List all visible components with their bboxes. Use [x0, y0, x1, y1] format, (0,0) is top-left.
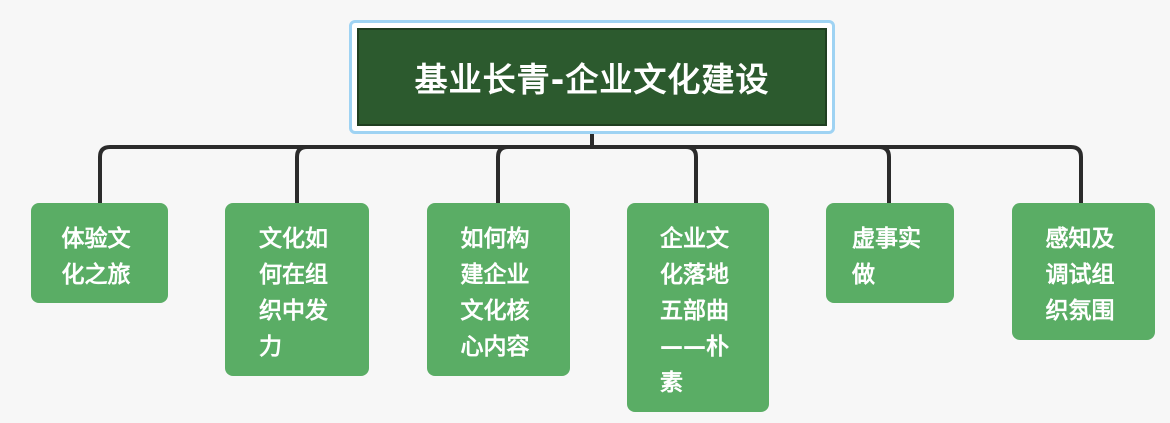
child-label: 企业文化落地五部曲——朴素 — [660, 226, 729, 396]
child-node-1[interactable]: 体验文化之旅 — [31, 203, 168, 303]
child-label: 虚事实做 — [852, 226, 921, 288]
child-node-6[interactable]: 感知及调试组织氛围 — [1012, 203, 1155, 340]
child-node-2[interactable]: 文化如何在组织中发力 — [225, 203, 369, 376]
child-node-5[interactable]: 虚事实做 — [826, 203, 954, 303]
connector-3 — [496, 145, 594, 206]
connector-2 — [295, 145, 594, 206]
child-label: 如何构建企业文化核心内容 — [460, 226, 530, 360]
connector-4 — [590, 145, 698, 206]
child-label: 文化如何在组织中发力 — [259, 226, 328, 360]
connector-5 — [590, 145, 891, 206]
root-node-outline[interactable]: 基业长青-企业文化建设 — [349, 20, 835, 134]
connector-1 — [98, 145, 594, 206]
connector-6 — [590, 145, 1083, 206]
child-label: 感知及调试组织氛围 — [1045, 226, 1115, 324]
child-label: 体验文化之旅 — [61, 226, 131, 288]
child-node-4[interactable]: 企业文化落地五部曲——朴素 — [627, 203, 769, 412]
root-title: 基业长青-企业文化建设 — [414, 60, 770, 99]
child-node-3[interactable]: 如何构建企业文化核心内容 — [427, 203, 570, 376]
root-node[interactable]: 基业长青-企业文化建设 — [357, 28, 827, 126]
